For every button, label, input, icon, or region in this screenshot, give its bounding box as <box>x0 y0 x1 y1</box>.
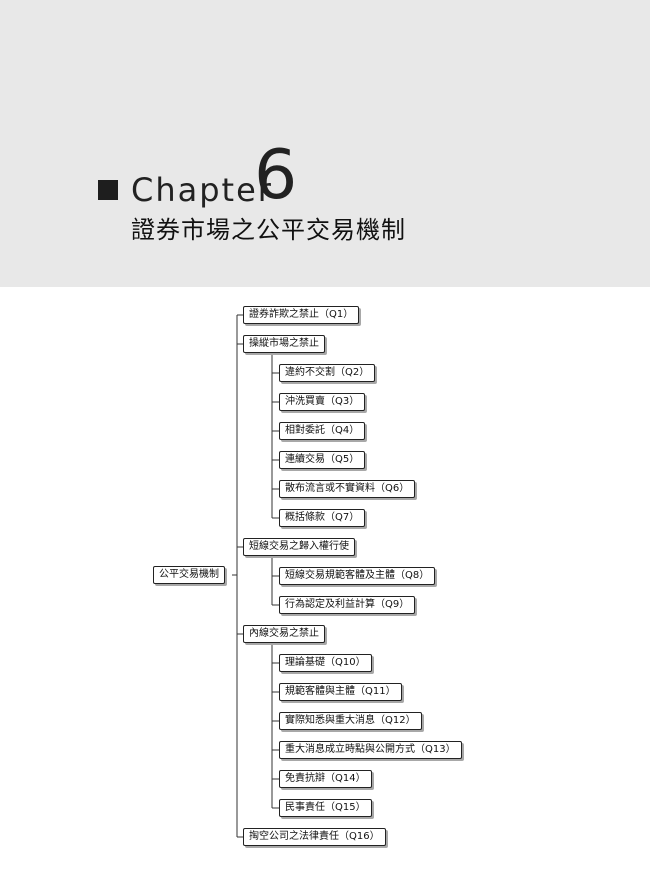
tree-root-node: 公平交易機制 <box>153 566 225 584</box>
tree-node-q9: 行為認定及利益計算（Q9） <box>279 596 416 614</box>
tree-node-q2: 違約不交割（Q2） <box>279 364 376 382</box>
tree-node-q3: 沖洗買賣（Q3） <box>279 393 366 411</box>
tree-node-q15: 民事責任（Q15） <box>279 799 372 817</box>
chapter-word: Chapter <box>131 171 273 209</box>
tree-node-q10: 理論基礎（Q10） <box>279 654 372 672</box>
tree-node-q8: 短線交易規範客體及主體（Q8） <box>279 567 436 585</box>
tree-node-q5: 連續交易（Q5） <box>279 451 366 469</box>
chapter-title: 證券市場之公平交易機制 <box>131 216 406 244</box>
tree-node-q6: 散布流言或不實資料（Q6） <box>279 480 416 498</box>
tree-node-insider-trading: 內線交易之禁止 <box>243 625 325 643</box>
tree-node-q14: 免責抗辯（Q14） <box>279 770 372 788</box>
chapter-square-icon <box>98 180 118 200</box>
tree-node-market-manipulation: 操縱市場之禁止 <box>243 335 325 353</box>
tree-node-q11: 規範客體與主體（Q11） <box>279 683 402 701</box>
chapter-banner <box>0 0 650 287</box>
tree-node-q16: 掏空公司之法律責任（Q16） <box>243 828 386 846</box>
tree-node-q13: 重大消息成立時點與公開方式（Q13） <box>279 741 462 759</box>
chapter-number: 6 <box>254 136 298 215</box>
tree-node-q1: 證券詐欺之禁止（Q1） <box>243 306 360 324</box>
tree-node-q12: 實際知悉與重大消息（Q12） <box>279 712 422 730</box>
tree-node-short-swing: 短線交易之歸入權行使 <box>243 538 355 556</box>
tree-node-q7: 概括條款（Q7） <box>279 509 366 527</box>
tree-node-q4: 相對委託（Q4） <box>279 422 366 440</box>
